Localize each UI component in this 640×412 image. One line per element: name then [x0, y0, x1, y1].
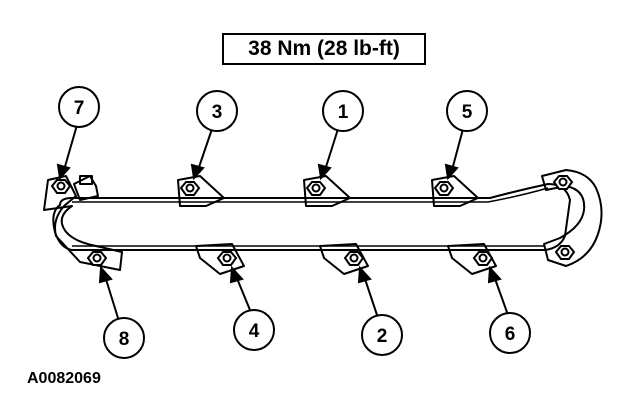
figure-id: A0082069	[27, 370, 101, 387]
sensor-fitting	[79, 175, 93, 185]
right-end-flange	[541, 169, 603, 267]
end-bolt-upper	[552, 175, 574, 190]
callout-6: 6	[505, 324, 516, 345]
leader-7	[56, 124, 78, 181]
port-flange-6	[447, 243, 497, 275]
callout-7: 7	[74, 98, 85, 119]
callout-circle-6	[489, 312, 531, 354]
callout-5: 5	[462, 102, 473, 123]
callout-1: 1	[338, 102, 349, 123]
end-bolt-lower	[554, 245, 576, 260]
callout-circle-2	[361, 314, 403, 356]
sensor-boss	[73, 175, 99, 201]
bolt-6	[472, 251, 494, 266]
leader-1	[317, 128, 339, 181]
leader-4	[229, 265, 251, 311]
callout-2: 2	[377, 326, 388, 347]
callout-circle-7	[58, 86, 100, 128]
bolt-7	[50, 179, 72, 194]
callout-4: 4	[249, 321, 260, 342]
callout-circle-3	[196, 90, 238, 132]
callout-3: 3	[212, 102, 223, 123]
manifold-tube-line	[72, 187, 549, 203]
callout-8: 8	[119, 329, 130, 350]
callout-circle-1	[322, 90, 364, 132]
port-flange-5	[319, 243, 369, 275]
bolt-2	[343, 251, 365, 266]
bolt-8	[86, 251, 108, 266]
bolt-4	[216, 251, 238, 266]
left-end-flange	[43, 175, 123, 271]
bolt-5	[433, 181, 455, 196]
bolt-1	[305, 181, 327, 196]
leader-8	[98, 265, 119, 319]
callout-circle-4	[233, 309, 275, 351]
leader-3	[190, 128, 213, 181]
torque-spec-label: 38 Nm (28 lb-ft)	[222, 33, 426, 65]
leader-6	[487, 265, 509, 316]
callout-circle-8	[103, 317, 145, 359]
leader-2	[357, 265, 378, 316]
bolt-3	[179, 181, 201, 196]
leader-5	[444, 128, 464, 181]
callout-circle-5	[446, 90, 488, 132]
